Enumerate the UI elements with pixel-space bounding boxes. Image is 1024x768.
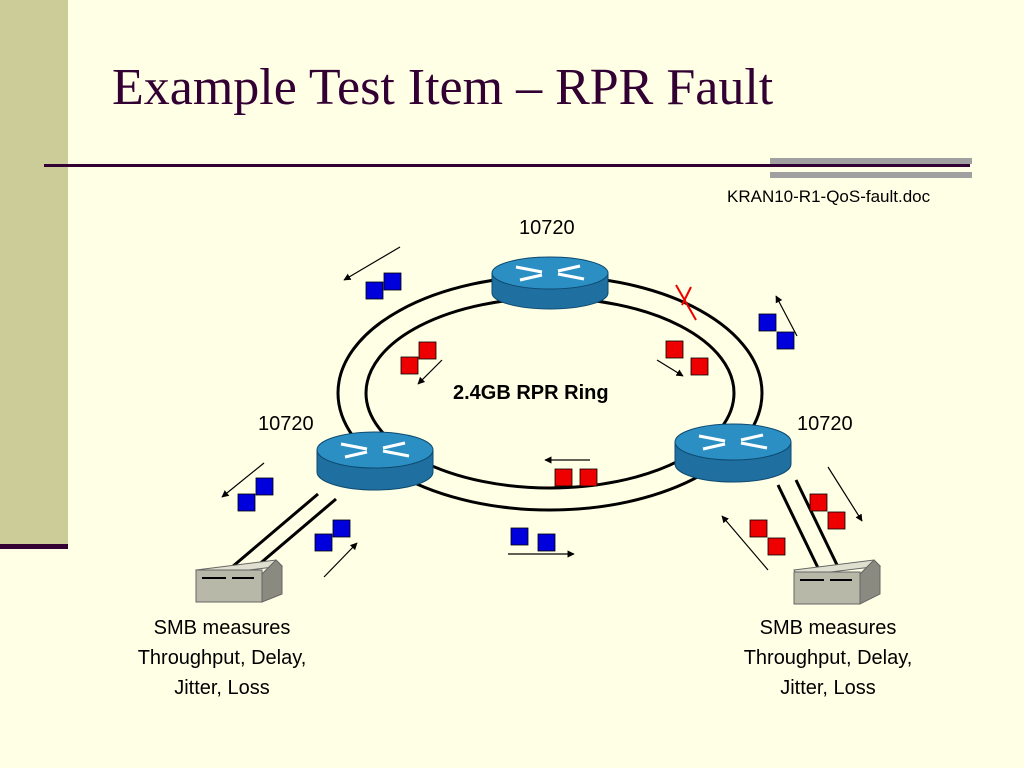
smb-tester-icon-right bbox=[793, 559, 882, 605]
side-bar-underline bbox=[0, 544, 68, 549]
caption-line: Throughput, Delay, bbox=[137, 647, 307, 669]
packet-pair-blue-bottom-left bbox=[314, 519, 351, 552]
title-rule bbox=[44, 164, 970, 167]
ring-label: 2.4GB RPR Ring bbox=[453, 382, 609, 404]
router-icon-right bbox=[674, 423, 792, 483]
title-rule-accent-top bbox=[770, 158, 972, 164]
slide-title: Example Test Item – RPR Fault bbox=[112, 59, 774, 116]
packet-pair-red-ring-right bbox=[665, 340, 709, 376]
side-bar bbox=[0, 0, 68, 544]
caption-line: SMB measures bbox=[153, 617, 291, 639]
fault-x-icon bbox=[675, 284, 697, 321]
title-rule-accent-bottom bbox=[770, 172, 972, 178]
packet-pair-red-bottom-right-a bbox=[749, 519, 786, 556]
packet-pair-blue-left bbox=[237, 477, 274, 512]
tester-caption-right: SMB measures Throughput, Delay, Jitter, … bbox=[713, 613, 943, 703]
caption-line: Throughput, Delay, bbox=[743, 647, 913, 669]
router-label-left: 10720 bbox=[258, 413, 314, 435]
packet-pair-red-ring-left bbox=[400, 341, 437, 375]
caption-line: SMB measures bbox=[759, 617, 897, 639]
packet-pair-blue-top-right bbox=[758, 313, 795, 350]
router-label-top: 10720 bbox=[519, 217, 575, 239]
tester-link-left bbox=[231, 492, 337, 574]
tester-caption-left: SMB measures Throughput, Delay, Jitter, … bbox=[107, 613, 337, 703]
tester-link-right bbox=[776, 479, 840, 573]
caption-line: Jitter, Loss bbox=[780, 677, 876, 699]
caption-line: Jitter, Loss bbox=[174, 677, 270, 699]
router-icon-left bbox=[316, 431, 434, 491]
smb-tester-icon-left bbox=[195, 559, 284, 603]
router-label-right: 10720 bbox=[797, 413, 853, 435]
packet-pair-blue-top-left bbox=[365, 272, 402, 300]
document-reference: KRAN10-R1-QoS-fault.doc bbox=[727, 187, 931, 206]
packet-pair-red-ring-bottom bbox=[554, 468, 598, 487]
traffic-arrows bbox=[221, 246, 863, 578]
packet-pair-red-bottom-right-b bbox=[809, 493, 846, 530]
router-icon-top bbox=[491, 256, 609, 310]
packet-pair-blue-bottom bbox=[510, 527, 556, 552]
